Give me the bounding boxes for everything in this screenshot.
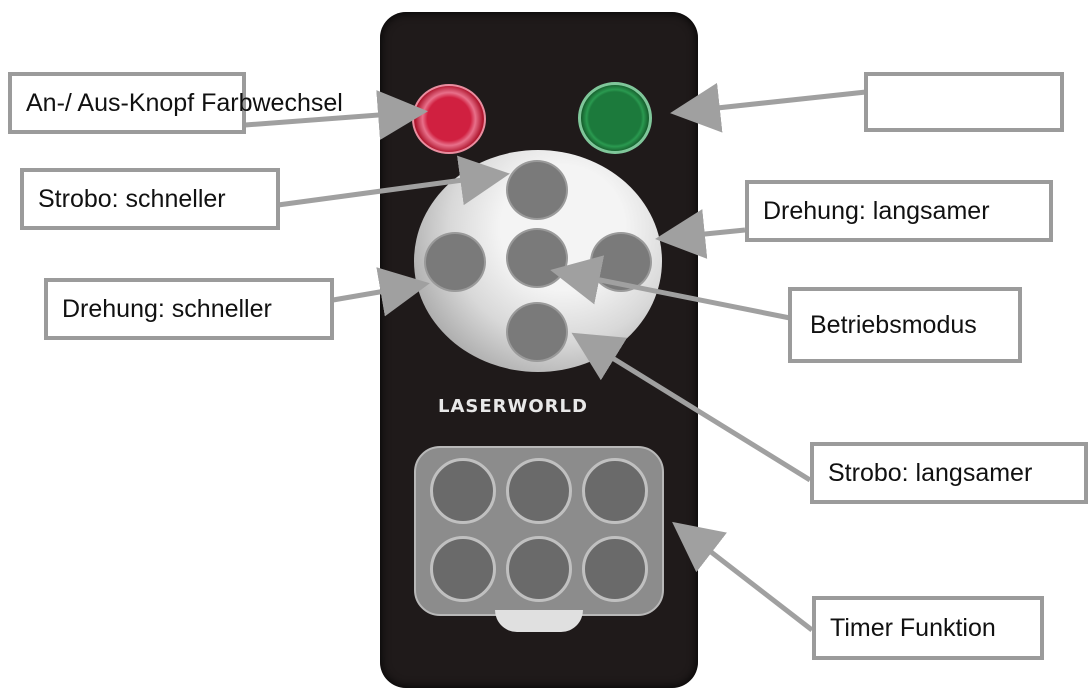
timer-button-2	[506, 458, 572, 524]
control-dial	[414, 150, 662, 372]
dial-button-top	[506, 160, 568, 220]
label-empty-box	[864, 72, 1064, 132]
label-strobe-faster: Strobo: schneller	[20, 168, 280, 230]
color-change-button	[578, 82, 652, 154]
dial-button-left	[424, 232, 486, 292]
timer-button-1	[430, 458, 496, 524]
label-power-color: An-/ Aus-Knopf Farbwechsel	[8, 72, 343, 134]
label-operating-mode: Betriebsmodus	[788, 287, 1022, 363]
brand-logo: LASERWORLD	[438, 396, 588, 417]
dial-button-bottom	[506, 302, 568, 362]
label-strobe-slower: Strobo: langsamer	[810, 442, 1088, 504]
timer-tab	[495, 610, 583, 632]
label-timer-function: Timer Funktion	[812, 596, 1044, 660]
timer-button-6	[582, 536, 648, 602]
timer-button-4	[430, 536, 496, 602]
timer-pad	[414, 446, 664, 616]
label-rotation-faster: Drehung: schneller	[44, 278, 334, 340]
label-rotation-slower: Drehung: langsamer	[745, 180, 1053, 242]
timer-button-3	[582, 458, 648, 524]
timer-button-5	[506, 536, 572, 602]
